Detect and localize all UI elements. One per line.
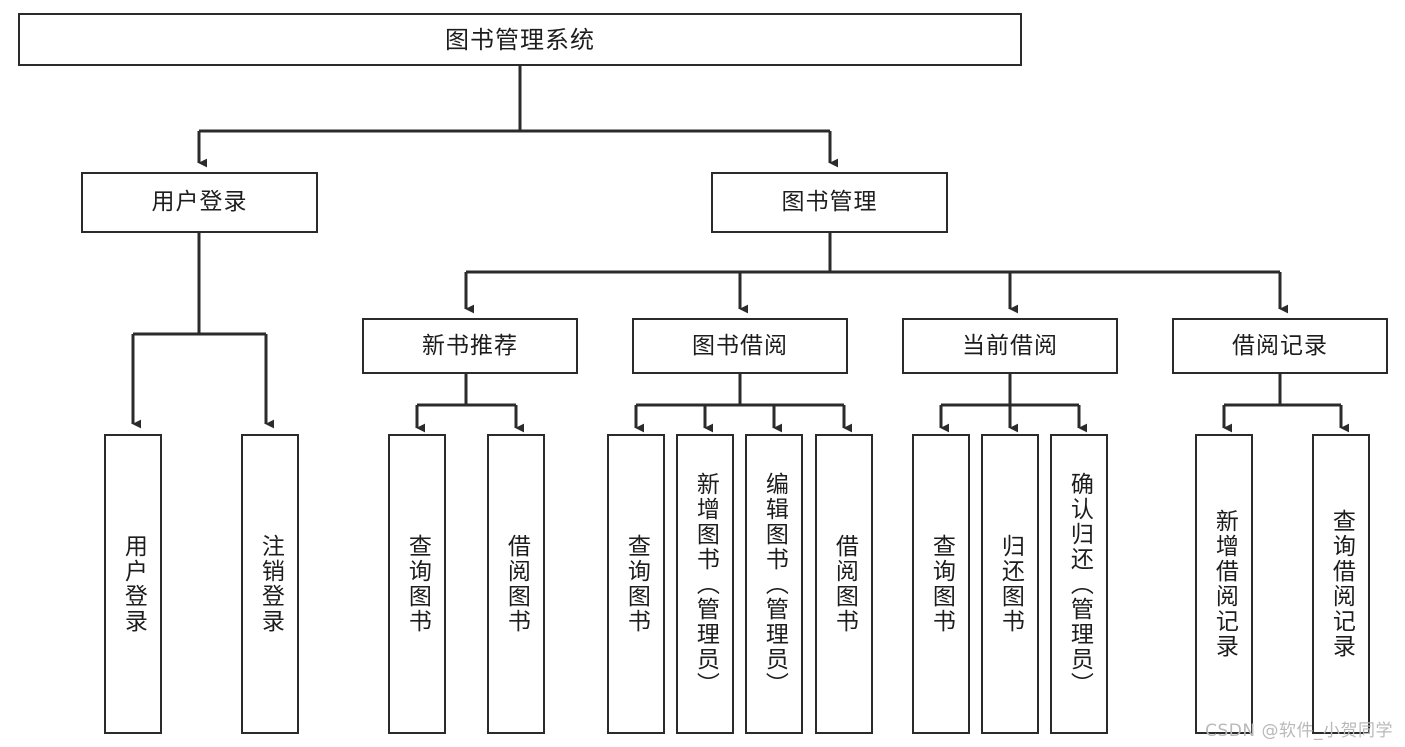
- node-book-borrow-label: 图书借阅: [692, 332, 788, 359]
- leaf-new-book-query[interactable]: 查询图书: [388, 434, 446, 734]
- leaf-user-login-login-label: 用户登录: [120, 534, 147, 634]
- node-borrow-record-label: 借阅记录: [1232, 332, 1328, 359]
- node-book-manage-label: 图书管理: [781, 189, 878, 216]
- node-current-borrow-label: 当前借阅: [962, 332, 1058, 359]
- leaf-new-book-borrow[interactable]: 借阅图书: [487, 434, 545, 734]
- leaf-current-borrow-confirm[interactable]: 确认归还（管理员）: [1050, 434, 1108, 734]
- leaf-current-borrow-query-label: 查询图书: [928, 534, 955, 634]
- leaf-book-borrow-borrow-label: 借阅图书: [831, 534, 858, 634]
- node-book-borrow[interactable]: 图书借阅: [632, 318, 848, 374]
- leaf-user-login-login[interactable]: 用户登录: [104, 434, 162, 734]
- node-root-system[interactable]: 图书管理系统: [18, 13, 1022, 66]
- node-borrow-record[interactable]: 借阅记录: [1172, 318, 1388, 374]
- leaf-borrow-record-add[interactable]: 新增借阅记录: [1195, 434, 1253, 734]
- leaf-book-borrow-borrow[interactable]: 借阅图书: [815, 434, 873, 734]
- leaf-current-borrow-return[interactable]: 归还图书: [981, 434, 1039, 734]
- leaf-current-borrow-confirm-label: 确认归还（管理员）: [1066, 471, 1093, 697]
- node-user-login[interactable]: 用户登录: [81, 172, 318, 233]
- leaf-new-book-borrow-label: 借阅图书: [503, 534, 530, 634]
- node-book-manage[interactable]: 图书管理: [711, 172, 948, 233]
- node-user-login-label: 用户登录: [151, 189, 248, 216]
- leaf-book-borrow-add-label: 新增图书（管理员）: [692, 471, 719, 697]
- csdn-watermark: CSDN @软件_小贺同学: [1205, 721, 1393, 741]
- leaf-current-borrow-query[interactable]: 查询图书: [912, 434, 970, 734]
- leaf-borrow-record-add-label: 新增借阅记录: [1211, 509, 1238, 659]
- leaf-borrow-record-query-label: 查询借阅记录: [1328, 509, 1355, 659]
- node-new-book-recommend-label: 新书推荐: [422, 332, 518, 359]
- node-current-borrow[interactable]: 当前借阅: [902, 318, 1118, 374]
- leaf-book-borrow-query[interactable]: 查询图书: [607, 434, 665, 734]
- leaf-book-borrow-add[interactable]: 新增图书（管理员）: [676, 434, 734, 734]
- leaf-user-login-logout-label: 注销登录: [257, 534, 284, 634]
- leaf-book-borrow-edit-label: 编辑图书（管理员）: [761, 471, 788, 697]
- leaf-borrow-record-query[interactable]: 查询借阅记录: [1312, 434, 1370, 734]
- node-new-book-recommend[interactable]: 新书推荐: [362, 318, 578, 374]
- leaf-current-borrow-return-label: 归还图书: [997, 534, 1024, 634]
- leaf-book-borrow-query-label: 查询图书: [623, 534, 650, 634]
- leaf-new-book-query-label: 查询图书: [404, 534, 431, 634]
- leaf-user-login-logout[interactable]: 注销登录: [241, 434, 299, 734]
- node-root-label: 图书管理系统: [445, 25, 595, 54]
- leaf-book-borrow-edit[interactable]: 编辑图书（管理员）: [745, 434, 803, 734]
